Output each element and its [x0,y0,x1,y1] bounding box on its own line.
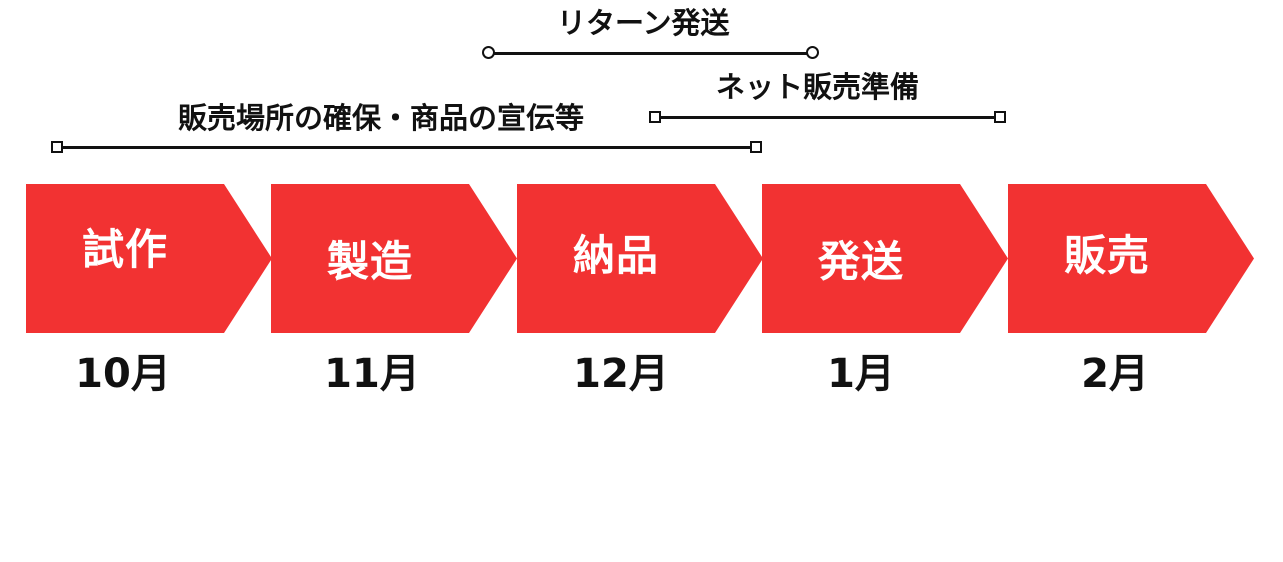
month-label: 12月 [573,351,669,397]
month-label: 10月 [75,351,171,397]
stage-label: 製造 [326,237,413,286]
month-label: 11月 [324,351,420,397]
range-end-square-icon [994,111,1006,123]
stage-chevron-prototype: 試作 [26,184,272,333]
stage-label: 試作 [81,225,168,274]
range-start-circle-icon [482,46,495,59]
range-label-venue-promo: 販売場所の確保・商品の宣伝等 [178,101,585,135]
month-label: 1月 [827,351,895,397]
range-start-square-icon [649,111,661,123]
range-label-online-sales-prep: ネット販売準備 [716,70,920,104]
range-line-return-shipping [489,52,813,55]
stage-label: 販売 [1063,231,1150,280]
range-line-venue-promo [57,146,756,149]
range-line-online-sales-prep [655,116,1000,119]
range-end-circle-icon [806,46,819,59]
stage-chevron-delivery: 納品 [517,184,763,333]
stage-chevron-shipping: 発送 [762,184,1008,333]
stage-label: 納品 [572,231,659,280]
stage-chevron-manufacturing: 製造 [271,184,517,333]
month-label: 2月 [1081,351,1149,397]
range-end-square-icon [750,141,762,153]
stage-chevron-sales: 販売 [1008,184,1254,333]
stage-label: 発送 [817,237,904,286]
range-start-square-icon [51,141,63,153]
range-label-return-shipping: リターン発送 [557,6,730,40]
